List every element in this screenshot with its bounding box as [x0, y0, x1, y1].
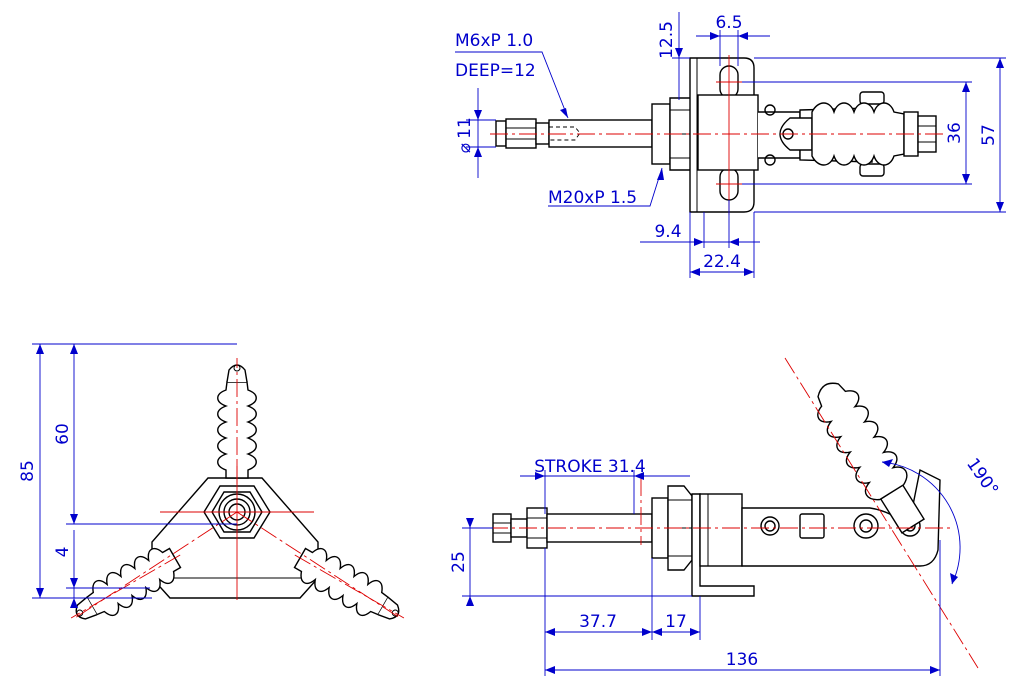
dim-22-4-label: 22.4 — [703, 252, 741, 272]
dim-37-7-label: 37.7 — [579, 612, 617, 632]
top-view: M6xP 1.0 DEEP=12 ⌀ 11 M20xP 1.5 12.5 6.5 — [455, 12, 1006, 278]
front-view: 85 60 4 — [18, 343, 415, 636]
dim-85-label: 85 — [18, 460, 38, 482]
stroke-label: STROKE 31.4 — [534, 457, 646, 477]
angle-label: 190° — [962, 455, 1002, 500]
dim-4-label: 4 — [53, 547, 73, 558]
thread-depth-label: DEEP=12 — [455, 61, 536, 81]
dim-36-label: 36 — [945, 122, 965, 144]
dim-9-4-label: 9.4 — [654, 222, 681, 242]
dim-136-label: 136 — [726, 650, 758, 670]
dim-6-5-label: 6.5 — [715, 13, 742, 33]
dim-17-label: 17 — [665, 612, 687, 632]
dim-57-label: 57 — [979, 124, 999, 146]
nut-spec-label: M20xP 1.5 — [548, 188, 637, 208]
svg-text:⌀: ⌀ — [455, 143, 475, 153]
dia-11-label: 11 — [455, 117, 475, 139]
dim-60-label: 60 — [53, 423, 73, 445]
side-view: 190° STROKE 31.4 25 37.7 17 136 — [449, 357, 1002, 676]
thread-spec-label: M6xP 1.0 — [455, 31, 533, 51]
dim-25-label: 25 — [449, 551, 469, 573]
dim-12-5-label: 12.5 — [657, 21, 677, 59]
